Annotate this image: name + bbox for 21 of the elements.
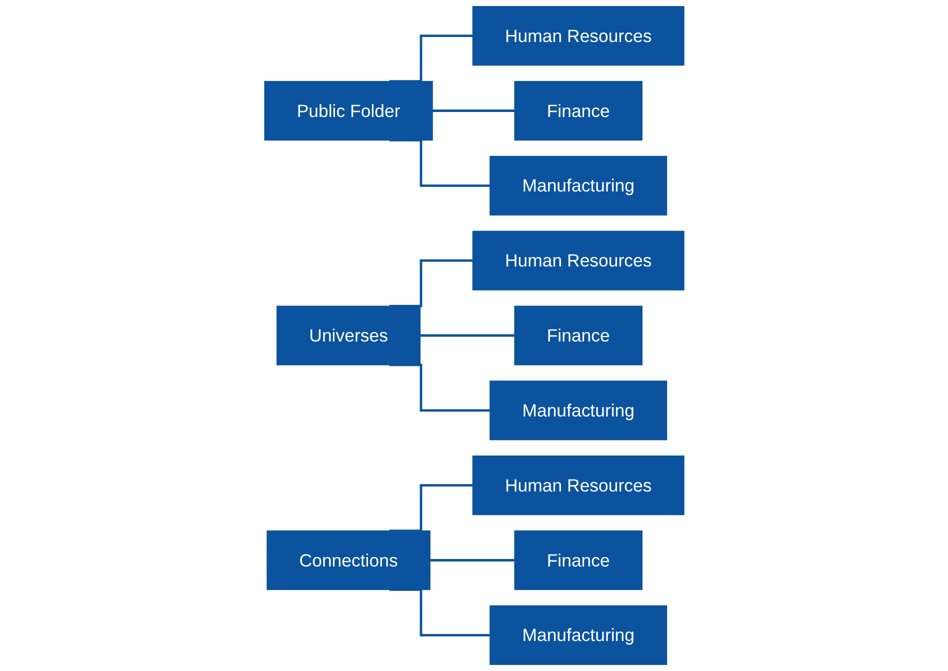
node-box: Manufacturing [489,156,667,216]
node-box: Manufacturing [489,605,667,665]
node-box: Human Resources [472,456,684,516]
node-box: Public Folder [264,80,433,141]
connector [432,110,514,112]
node-box: Universes [276,306,420,366]
node-box: Connections [266,530,430,590]
connector [389,588,490,636]
node-box: Finance [514,530,642,590]
connector [389,34,472,83]
node-box: Finance [514,80,642,141]
node-box: Manufacturing [489,380,667,440]
connector [389,259,472,308]
connector [420,334,514,337]
node-box: Finance [514,306,642,366]
connector [389,364,490,412]
connector [430,559,514,562]
node-box: Human Resources [472,230,684,290]
node-box: Human Resources [472,6,684,66]
connector [389,484,472,532]
connector [389,138,490,187]
